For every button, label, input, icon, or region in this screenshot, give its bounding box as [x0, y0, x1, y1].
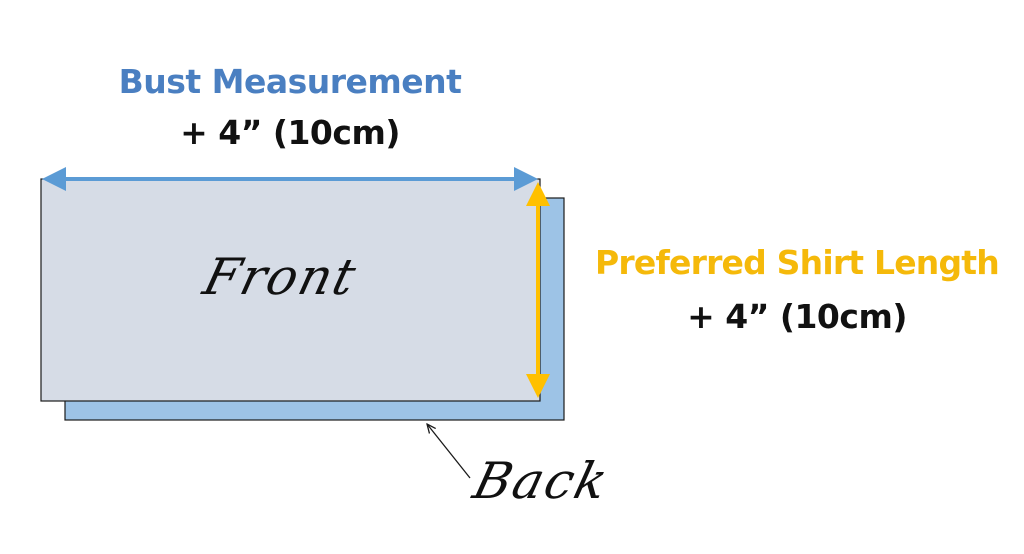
shirt-length-title: Preferred Shirt Length [595, 243, 1000, 282]
front-panel [40, 178, 541, 402]
back-pointer-arrow [427, 424, 471, 479]
front-panel-label: Front [197, 248, 364, 306]
bust-measurement-title: Bust Measurement [118, 62, 462, 101]
shirt-length-allowance: + 4” (10cm) [687, 297, 907, 336]
back-panel-label: Back [467, 452, 616, 510]
bust-allowance: + 4” (10cm) [180, 113, 400, 152]
